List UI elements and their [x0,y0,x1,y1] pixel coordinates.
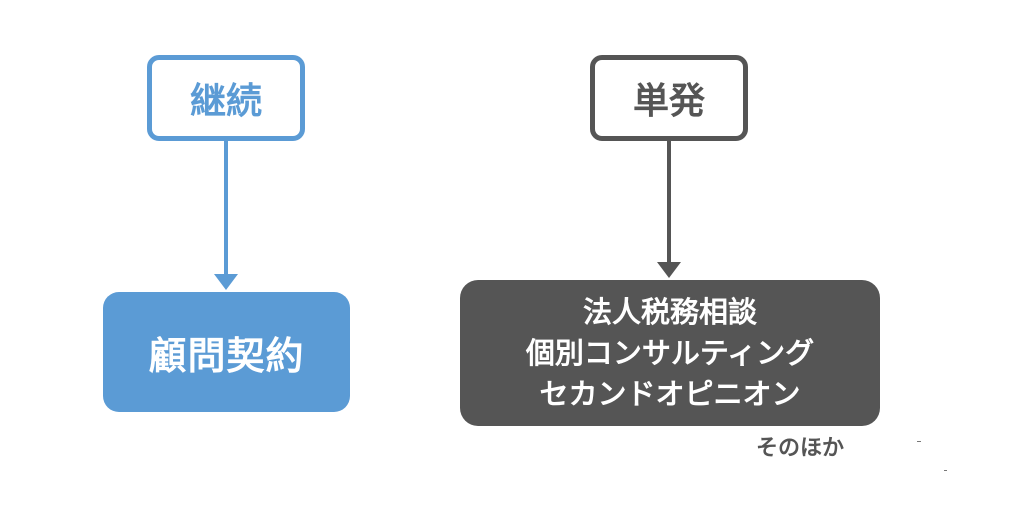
single-box: 単発 [590,55,748,141]
service-item: 法人税務相談 [582,294,757,329]
arrow-single-to-services [657,141,681,278]
services-box: 法人税務相談 個別コンサルティング セカンドオピニオン [460,280,880,426]
single-label: 単発 [632,81,705,122]
advisory-contract-label: 顧問契約 [148,333,305,378]
decorative-tick [944,470,947,471]
service-item: 個別コンサルティング [525,335,815,370]
decorative-tick [917,441,921,442]
continuous-box: 継続 [147,55,305,141]
continuous-label: 継続 [189,81,262,122]
arrow-continuous-to-advisory [214,141,238,290]
service-item: セカンドオピニオン [539,376,801,411]
advisory-contract-box: 顧問契約 [103,292,350,412]
other-label: そのほか [756,436,845,461]
